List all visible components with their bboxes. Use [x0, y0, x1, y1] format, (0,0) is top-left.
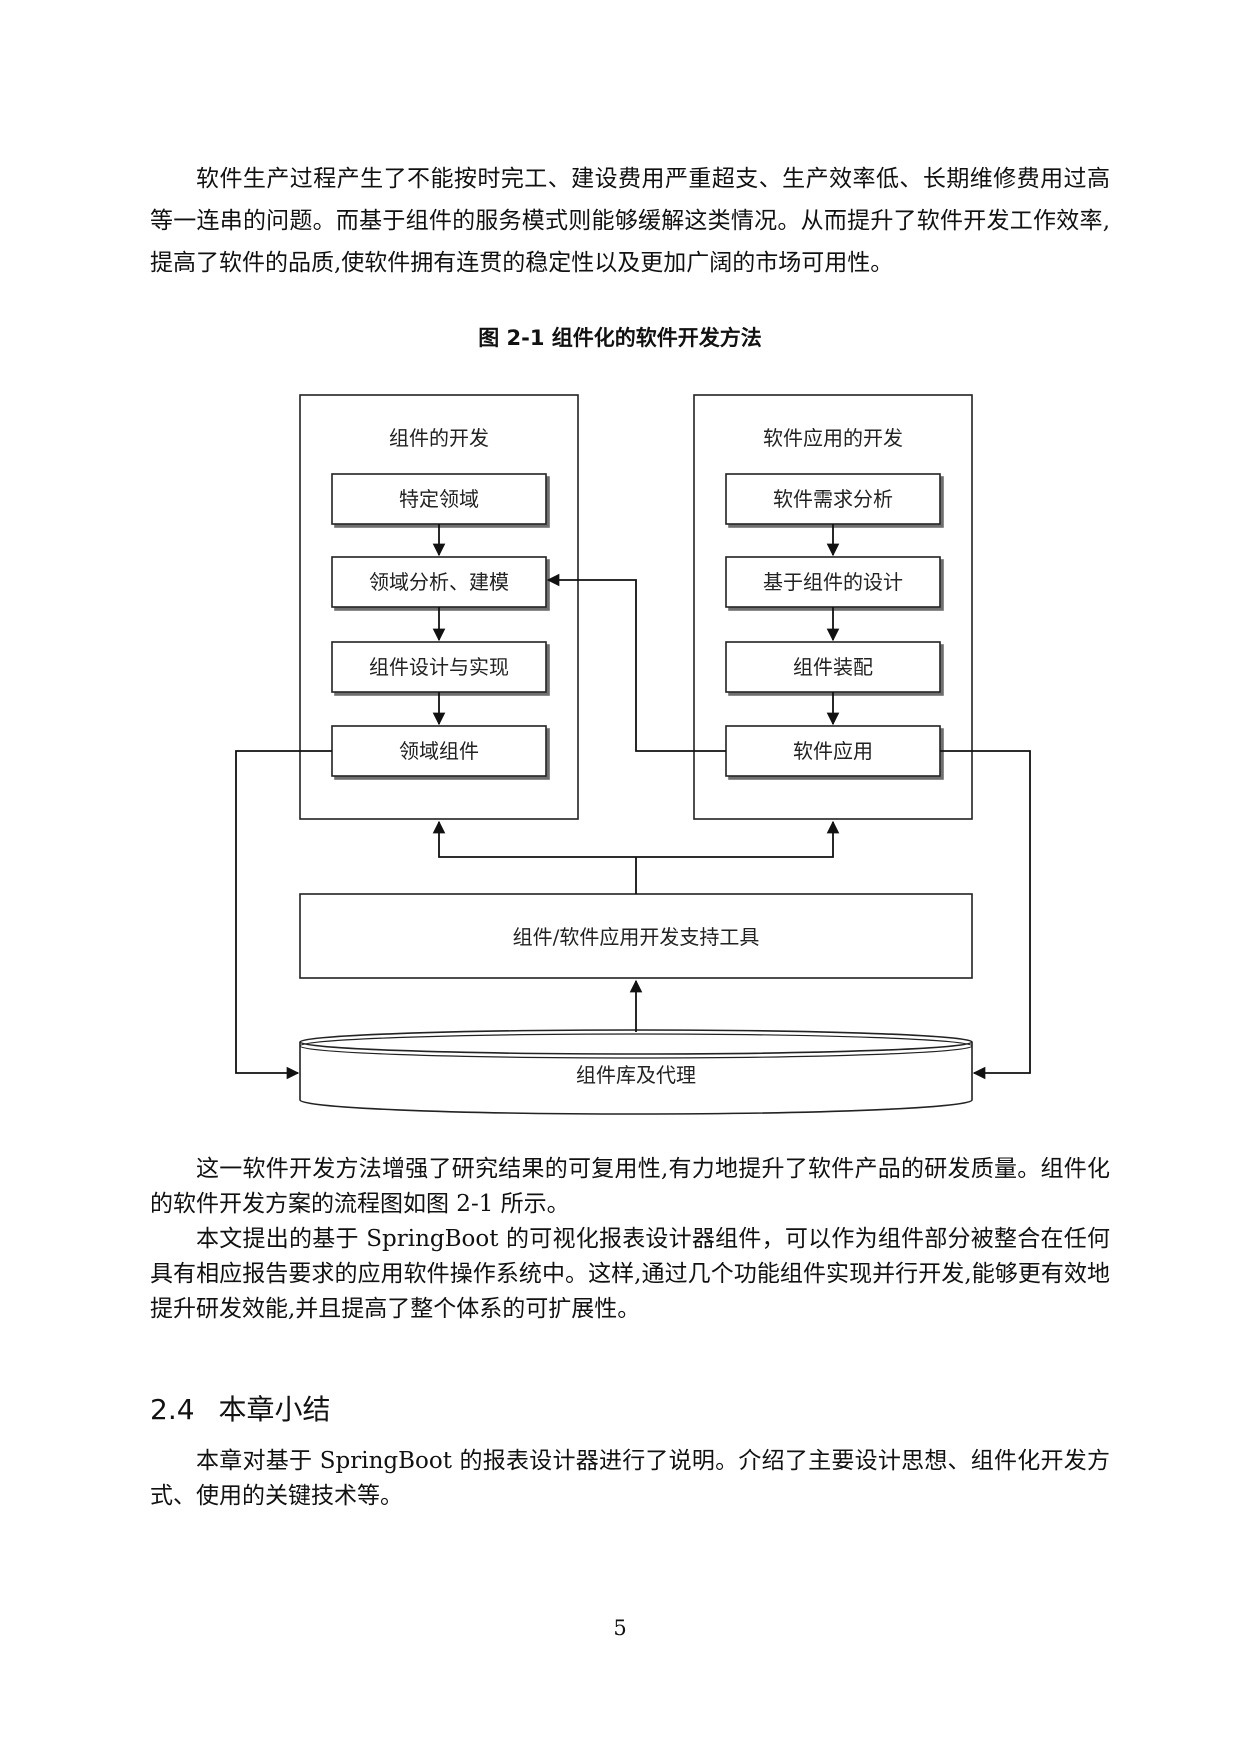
page-number: 5: [613, 1616, 627, 1640]
domain-component-to-repository-arrow: [235, 750, 332, 1080]
left-step-2-label: 领域分析、建模: [369, 570, 509, 594]
left-step-2-box: [331, 556, 547, 608]
body-paragraph-1: 这一软件开发方法增强了研究结果的可复用性,有力地提升了软件产品的研发质量。组件化…: [150, 1156, 1110, 1217]
support-tools-label: 组件/软件应用开发支持工具: [513, 925, 760, 949]
tools-to-left-arrow: [432, 820, 636, 858]
figure-caption: 图 2-1 组件化的软件开发方法: [478, 326, 762, 350]
right-step-3-label: 组件装配: [793, 655, 873, 679]
software-application-to-repository-arrow: [940, 750, 1031, 1080]
left-step-3-label: 组件设计与实现: [369, 655, 509, 679]
right-step-2-box: [725, 556, 941, 608]
left-panel-title: 组件的开发: [389, 426, 489, 450]
tools-to-right-arrow: [636, 820, 840, 858]
body-paragraph-2: 本文提出的基于 SpringBoot 的可视化报表设计器组件，可以作为组件部分被…: [150, 1226, 1110, 1322]
right-step-1-box: [725, 473, 941, 525]
support-tools-box: [299, 893, 973, 979]
right-panel-title: 软件应用的开发: [763, 426, 903, 450]
left-step-4-label: 领域组件: [399, 739, 479, 763]
left-step-4-box: [331, 725, 547, 777]
left-step-3-box: [331, 641, 547, 693]
repository-cylinder: [299, 1029, 973, 1115]
repository-label: 组件库及代理: [576, 1063, 696, 1087]
left-step-1-label: 特定领域: [399, 487, 479, 511]
feedback-arrow: [546, 573, 726, 752]
right-step-1-label: 软件需求分析: [773, 487, 893, 511]
section-title: 本章小结: [218, 1393, 331, 1426]
left-step-1-box: [331, 473, 547, 525]
intro-paragraph: 软件生产过程产生了不能按时完工、建设费用严重超支、生产效率低、长期维修费用过高等…: [150, 166, 1110, 276]
right-step-2-label: 基于组件的设计: [763, 570, 903, 594]
section-heading: 2.4 本章小结: [150, 1388, 331, 1428]
right-step-3-box: [725, 641, 941, 693]
summary-paragraph: 本章对基于 SpringBoot 的报表设计器进行了说明。介绍了主要设计思想、组…: [150, 1448, 1110, 1509]
section-number: 2.4: [150, 1393, 195, 1426]
right-step-4-label: 软件应用: [793, 739, 873, 763]
